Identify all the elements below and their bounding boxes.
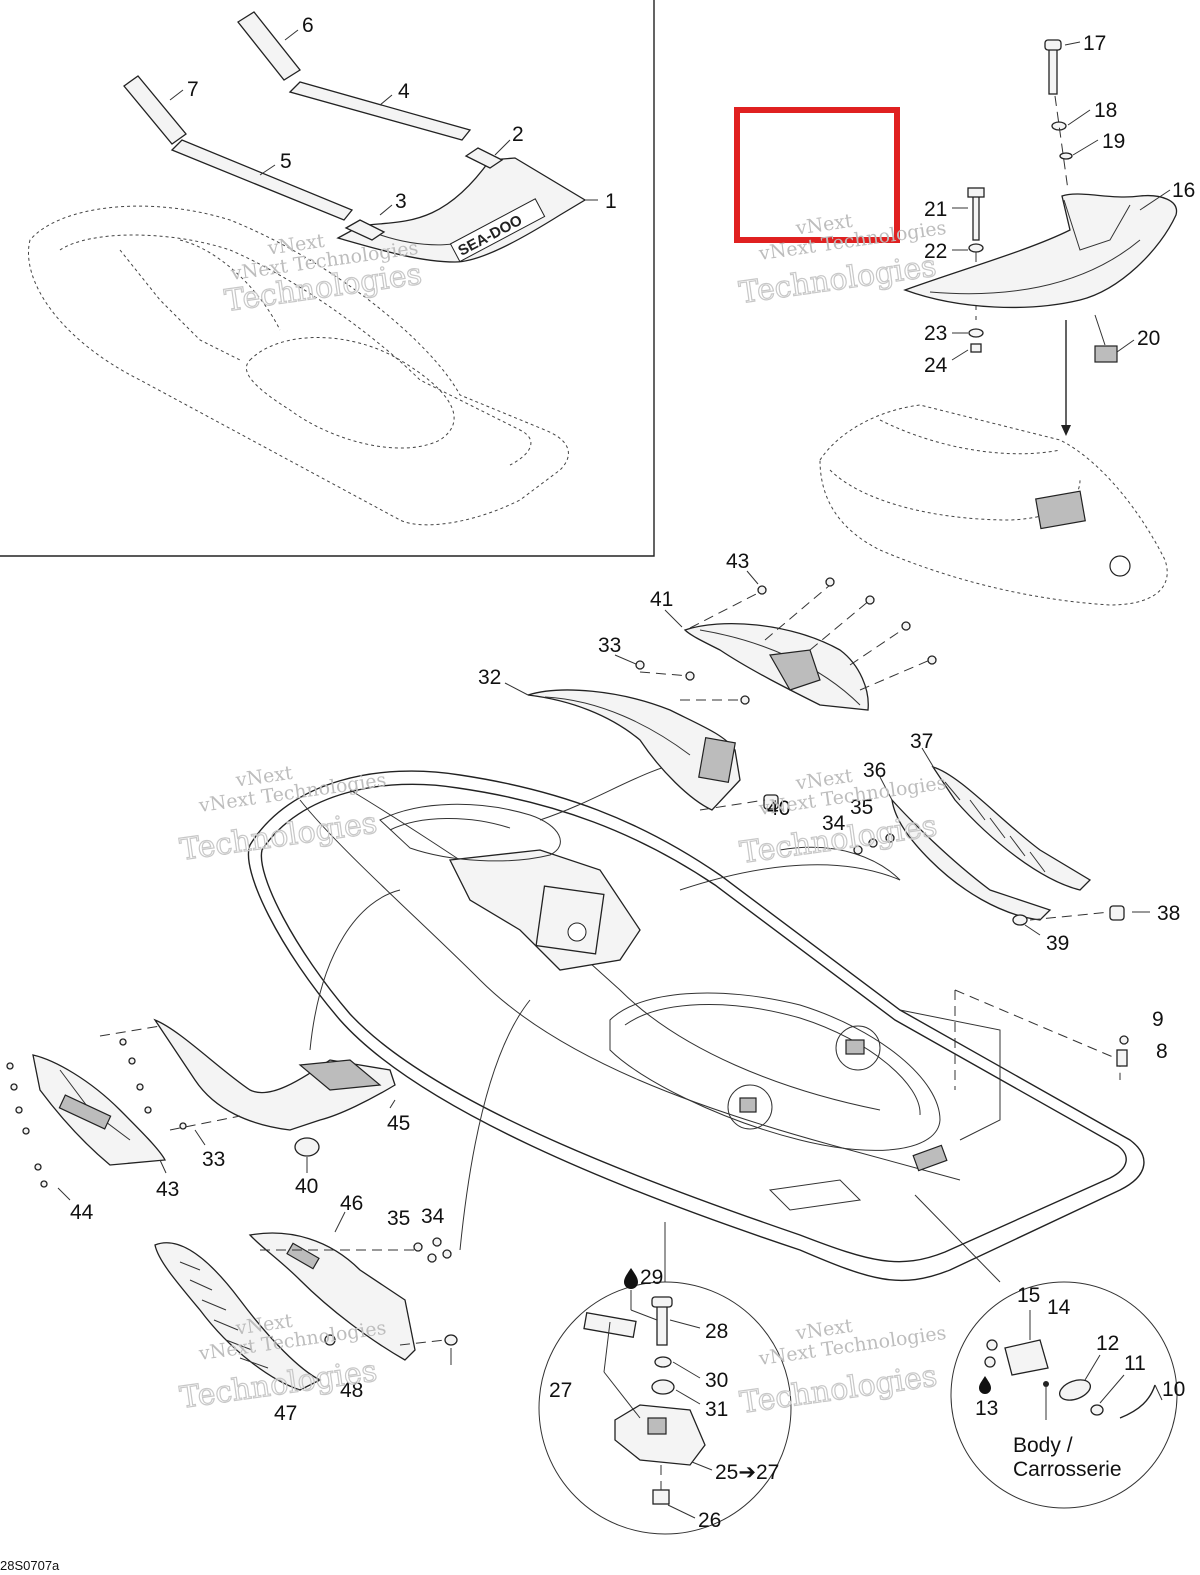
callout-15: 15: [1017, 1284, 1040, 1307]
highlight-box: [734, 107, 900, 243]
callout-6: 6: [302, 14, 314, 37]
callout-43-top: 43: [726, 550, 749, 573]
callout-17: 17: [1083, 32, 1106, 55]
callout-27: 27: [549, 1379, 572, 1402]
callout-33-top: 33: [598, 634, 621, 657]
callout-42: 43: [156, 1178, 179, 1201]
callout-39: 39: [1046, 932, 1069, 955]
callout-8: 8: [1156, 1040, 1168, 1063]
callout-25: 25➔27: [715, 1461, 779, 1484]
callout-45: 46: [340, 1192, 363, 1215]
grab-handle-part-16: [903, 193, 1178, 309]
callout-34-top: 34: [822, 812, 846, 835]
callout-21: 21: [924, 198, 947, 221]
callout-13: 13: [975, 1397, 998, 1420]
callout-32: 32: [478, 666, 501, 689]
callout-12: 12: [1096, 1332, 1119, 1355]
mat-part-1: [336, 157, 587, 263]
figure-code: 28S0707a: [0, 1558, 60, 1573]
inset-hull-outline: [28, 205, 569, 526]
seat-assembly: [819, 39, 1178, 606]
callout-44: 45: [387, 1112, 410, 1135]
panel-part-32: [527, 689, 741, 811]
body-label-line1: Body /: [1013, 1434, 1073, 1457]
callout-10: 10: [1162, 1378, 1185, 1401]
upper-panels: [527, 577, 937, 811]
panel-part-45: [248, 1232, 416, 1361]
right-panels: [853, 765, 1125, 926]
oil-drop-icon: [979, 1376, 991, 1394]
hull-outer: [247, 770, 1145, 1282]
callout-33-bottom: 33: [202, 1148, 225, 1171]
main-hull: [247, 759, 1145, 1282]
callout-4: 4: [398, 80, 410, 103]
callout-31: 31: [705, 1398, 728, 1421]
callout-41: 41: [650, 588, 673, 611]
callout-30: 30: [705, 1369, 728, 1392]
drain-housing: [614, 1404, 706, 1466]
callout-43-bottom: 44: [70, 1201, 94, 1224]
panel-part-44: [153, 1018, 396, 1131]
callout-35-top: 35: [850, 796, 873, 819]
callout-24: 24: [924, 354, 948, 377]
callout-11: 11: [1124, 1352, 1146, 1375]
callout-36: 36: [863, 759, 886, 782]
callout-35-bottom: 35: [387, 1207, 410, 1230]
callout-14: 14: [1047, 1296, 1071, 1319]
callout-22: 22: [924, 240, 947, 263]
callout-34-bottom: 34: [421, 1205, 445, 1228]
callout-labels: 1 2 3 4 5 6 7 8 9 17 18 19 16 20 21 22 2…: [57, 14, 1195, 1532]
panel-part-36: [891, 797, 1052, 921]
callout-20: 20: [1137, 327, 1160, 350]
callout-2: 2: [512, 123, 524, 146]
callout-1: 1: [605, 190, 617, 213]
callout-9: 9: [1152, 1008, 1164, 1031]
callout-40-top: 40: [767, 797, 790, 820]
callout-19: 19: [1102, 130, 1125, 153]
callout-47: 48: [340, 1379, 363, 1402]
callout-26: 26: [698, 1509, 721, 1532]
oil-drop-icon: [624, 1268, 638, 1289]
panel-part-37: [931, 765, 1092, 891]
callout-3: 3: [395, 190, 407, 213]
hull-seat-recess: [609, 992, 941, 1151]
lower-left-panels: [6, 1018, 396, 1188]
detail-circle-body: [914, 1194, 1178, 1509]
callout-23: 23: [924, 322, 947, 345]
callout-18: 18: [1094, 99, 1117, 122]
callout-40-bottom: 40: [295, 1175, 318, 1198]
callout-28: 28: [705, 1320, 728, 1343]
strip-part-4: [288, 81, 472, 141]
callout-5: 5: [280, 150, 292, 173]
strip-part-7: [123, 75, 187, 145]
callout-37: 37: [910, 730, 933, 753]
body-label-line2: Carrosserie: [1013, 1458, 1122, 1481]
panel-part-46: [154, 1242, 322, 1391]
detail-circle-drain: [538, 1222, 792, 1535]
strip-part-2: [464, 147, 504, 169]
inset-panel: SEA-DOO: [0, 0, 655, 557]
callout-46: 47: [274, 1402, 297, 1425]
strip-part-5: [170, 139, 354, 221]
strip-part-3: [344, 219, 386, 241]
callout-7: 7: [187, 78, 199, 101]
callout-16: 16: [1172, 179, 1195, 202]
strip-part-6: [237, 11, 301, 81]
panel-part-42: [32, 1054, 167, 1166]
callout-29: 29: [640, 1266, 663, 1289]
seat-outline: [819, 404, 1168, 606]
callout-38: 38: [1157, 902, 1180, 925]
lower-panels: [154, 1232, 458, 1391]
